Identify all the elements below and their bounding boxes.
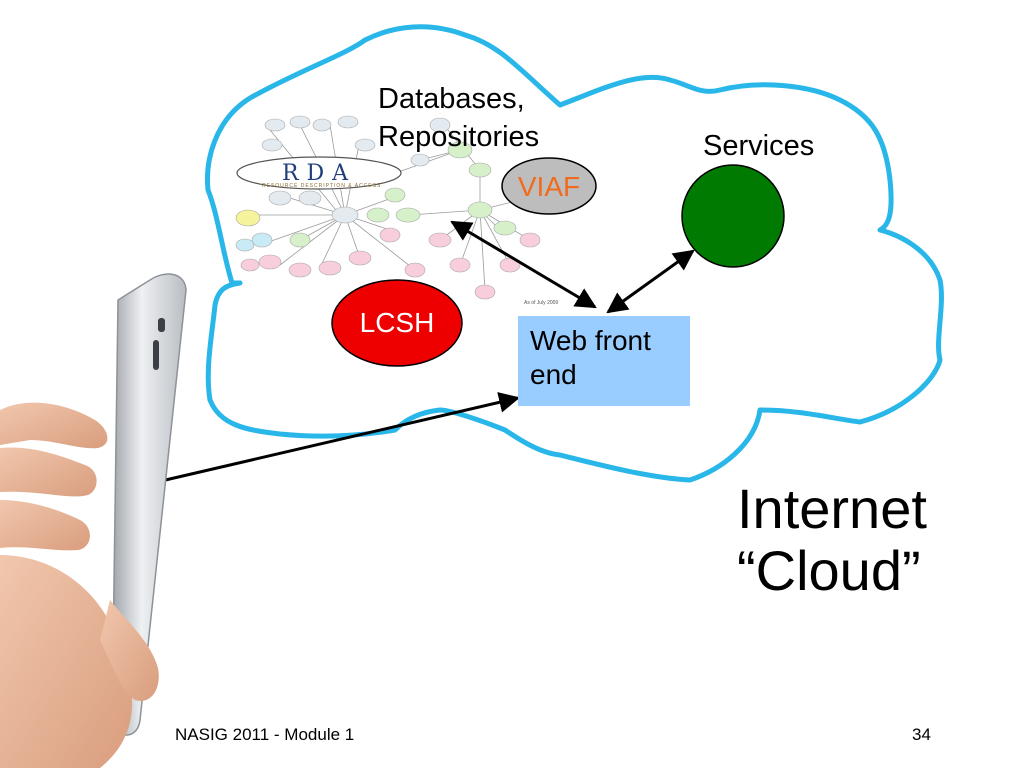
rda-logo-text: RDA [281, 160, 357, 186]
viaf-label: VIAF [517, 171, 581, 202]
internet-cloud-title: Internet “Cloud” [737, 478, 927, 602]
rda-logo-subtext: RESOURCE DESCRIPTION & ACCESS [262, 183, 382, 189]
rda-logo-ellipse [236, 156, 402, 190]
lcsh-label: LCSH [359, 307, 435, 338]
cloud-outline [205, 24, 944, 483]
arrow-webfront-to-graph [450, 220, 597, 309]
arrow-tablet-to-webfront [128, 392, 521, 494]
arrow-webfront-to-services [606, 249, 695, 314]
databases-repositories-label: Databases, Repositories [378, 80, 539, 156]
footer-left-text: NASIG 2011 - Module 1 [175, 725, 355, 744]
services-label: Services [703, 130, 815, 162]
cloud-title-line1: Internet [737, 477, 927, 540]
tablet-hand-image [0, 273, 187, 768]
web-front-end-label: Web front end [530, 325, 651, 390]
viaf-node [501, 157, 597, 215]
services-node [681, 164, 785, 268]
lcsh-node [331, 279, 463, 367]
databases-label-line1: Databases, [378, 83, 525, 115]
graph-caption: As of July 2009 [524, 300, 559, 306]
databases-label-line2: Repositories [378, 121, 540, 153]
web-front-end-box: Web front end [518, 316, 690, 406]
cloud-title-line2: “Cloud” [737, 539, 921, 602]
slide-number: 34 [912, 725, 931, 744]
